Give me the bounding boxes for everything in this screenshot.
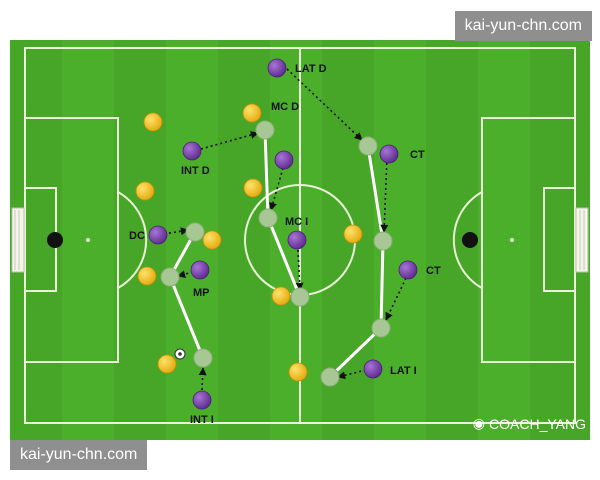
- label-int-i: INT I: [190, 414, 214, 426]
- pass-arrows: [163, 68, 407, 391]
- watermark-bottom: kai-yun-chn.com: [10, 440, 148, 470]
- weibo-icon: ◉: [472, 415, 486, 431]
- label-mc-i: MC I: [285, 216, 308, 228]
- goal-left: [11, 207, 25, 273]
- label-ct-top: CT: [410, 149, 425, 161]
- cones: [160, 120, 393, 387]
- credit-text: COACH_YANG: [489, 415, 586, 432]
- label-mp: MP: [193, 287, 210, 299]
- credit-badge: ◉ COACH_YANG: [473, 415, 586, 432]
- label-lat-i: LAT I: [390, 365, 417, 377]
- label-mc-d: MC D: [271, 101, 299, 113]
- label-lat-d: LAT D: [295, 63, 327, 75]
- team-purple: [148, 58, 418, 410]
- penalty-spot-right: [510, 238, 514, 242]
- label-int-d: INT D: [181, 165, 210, 177]
- watermark-top: kai-yun-chn.com: [454, 11, 592, 41]
- label-ct-bottom: CT: [426, 265, 441, 277]
- goalkeeper-left: [47, 232, 63, 248]
- goal-right: [575, 207, 589, 273]
- label-dc: DC: [129, 230, 145, 242]
- soccer-ball-icon: [174, 348, 186, 360]
- penalty-spot-left: [86, 238, 90, 242]
- goalkeeper-right: [462, 232, 478, 248]
- team-yellow: [135, 103, 363, 382]
